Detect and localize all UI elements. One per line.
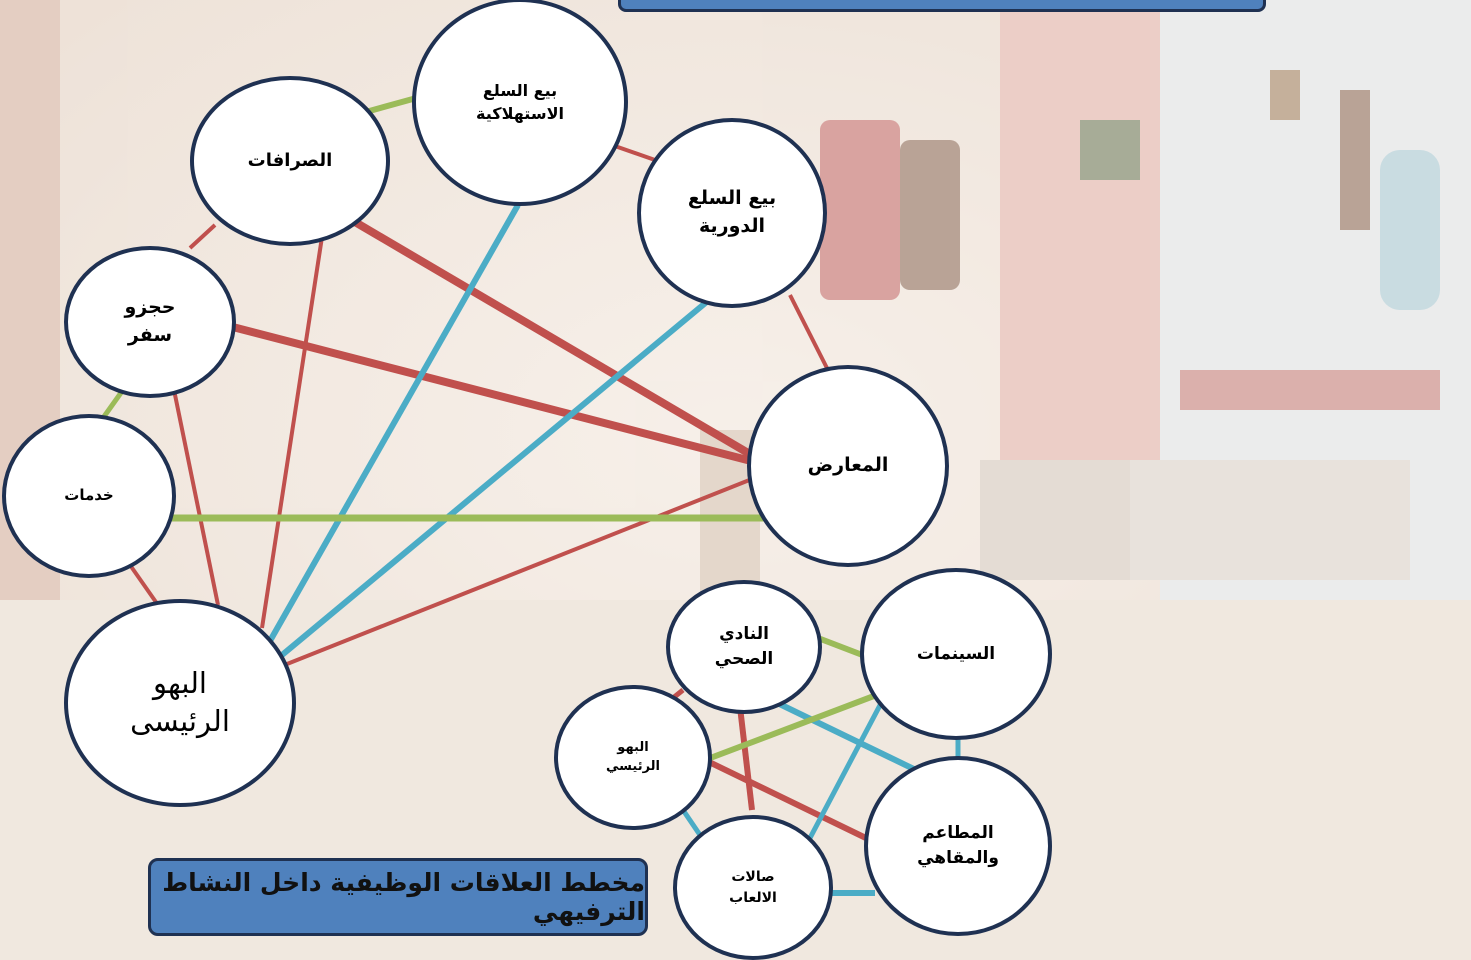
- link-mainhall2-games: [680, 808, 703, 837]
- node-health-club: النادي الصحي: [666, 580, 822, 714]
- link-mainhall2-restaurants: [703, 757, 872, 843]
- header-banner: [618, 0, 1266, 12]
- connections: [95, 94, 961, 896]
- link-health-cinemas: [816, 635, 867, 659]
- link-services-mainhall: [128, 563, 160, 607]
- node-periodic-goods: بيع السلع الدورية: [637, 118, 827, 308]
- node-main-hall: البهو الرئيسى: [64, 599, 296, 807]
- node-consumer-goods: بيع السلع الاستهلاكية: [412, 0, 628, 206]
- node-cinemas: السينمات: [860, 568, 1052, 740]
- link-health-games: [737, 706, 755, 811]
- link-consumer-periodic: [611, 143, 656, 162]
- node-exchange: الصرافات: [190, 76, 390, 246]
- link-cinemas-games: [807, 688, 891, 840]
- link-travel-exhibitions: [223, 321, 757, 466]
- link-exchange-exhibitions: [352, 218, 763, 464]
- node-game-halls: صالات الالعاب: [673, 815, 833, 960]
- link-periodic-exhibitions: [788, 294, 835, 381]
- link-consumer-mainhall: [259, 203, 521, 657]
- link-exchange-travel: [188, 223, 217, 250]
- link-travel-mainhall: [171, 384, 220, 606]
- link-health-restaurants: [763, 694, 922, 775]
- node-restaurants: المطاعم والمقاهي: [864, 756, 1052, 936]
- node-exhibitions: المعارض: [747, 365, 949, 567]
- node-travel-booking: حجزو سفر: [64, 246, 236, 398]
- node-services: خدمات: [2, 414, 176, 578]
- diagram-caption: مخطط العلاقات الوظيفية داخل النشاط الترف…: [148, 858, 648, 936]
- link-exchange-mainhall: [260, 236, 324, 629]
- link-periodic-mainhall: [268, 292, 717, 668]
- link-mainhall2-cinemas: [703, 685, 897, 763]
- link-exhibitions-mainhall: [281, 473, 763, 668]
- node-main-hall-2: البهو الرئيسي: [554, 685, 712, 830]
